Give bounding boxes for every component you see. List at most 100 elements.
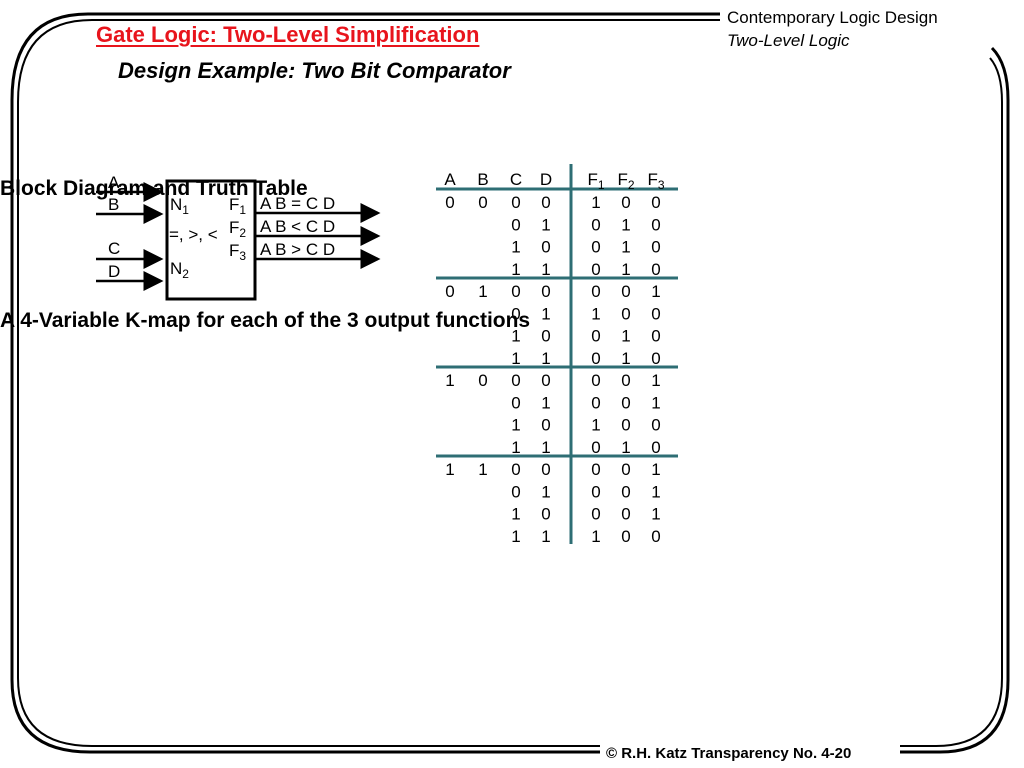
input-label-b: B: [108, 195, 119, 214]
table-cell: 0: [651, 304, 660, 323]
table-header-cell: F2: [617, 170, 634, 192]
table-row: 0 1 0 0 1: [511, 393, 660, 412]
output-pin-f3: F3: [229, 241, 246, 263]
table-cell: 0: [621, 527, 630, 546]
course-topic: Two-Level Logic: [727, 31, 850, 50]
table-cell: 1: [591, 193, 600, 212]
table-cell: 0: [511, 215, 520, 234]
table-cell: 0: [541, 238, 550, 257]
table-cell: 1: [445, 460, 454, 479]
comparator-box: [165, 179, 257, 301]
table-cell: 1: [621, 438, 630, 457]
table-cell: 0: [591, 260, 600, 279]
table-cell: 1: [621, 327, 630, 346]
table-cell: 0: [621, 505, 630, 524]
note-block-diagram: Block Diagram and Truth Table: [0, 177, 308, 200]
table-cell: 1: [621, 260, 630, 279]
table-cell: 0: [445, 282, 454, 301]
table-cell: 1: [541, 349, 550, 368]
table-cell: 0: [651, 215, 660, 234]
table-cell: 1: [511, 238, 520, 257]
input-label-c: C: [108, 239, 120, 258]
input-label-a: A: [108, 173, 120, 192]
slide-title: Gate Logic: Two-Level Simplification: [96, 22, 480, 47]
table-cell: 0: [591, 482, 600, 501]
table-cell: 0: [621, 371, 630, 390]
table-header-cell: A: [444, 170, 456, 189]
table-cell: 1: [511, 438, 520, 457]
table-cell: 1: [651, 371, 660, 390]
table-cell: 1: [541, 438, 550, 457]
table-cell: 1: [591, 304, 600, 323]
table-cell: 0: [511, 393, 520, 412]
table-cell: 0: [651, 327, 660, 346]
table-cell: 1: [541, 304, 550, 323]
table-cell: 0: [621, 460, 630, 479]
table-cell: 0: [541, 327, 550, 346]
slide-subtitle: Design Example: Two Bit Comparator: [118, 58, 511, 83]
table-header-cell: C: [510, 170, 522, 189]
table-cell: 0: [591, 349, 600, 368]
group-label-n1: N1: [170, 195, 189, 217]
table-cell: 1: [478, 282, 487, 301]
table-cell: 0: [511, 371, 520, 390]
table-cell: 1: [621, 349, 630, 368]
output-pin-f1: F1: [229, 195, 246, 217]
table-cell: 0: [591, 393, 600, 412]
table-cell: 0: [651, 238, 660, 257]
table-cell: 1: [591, 527, 600, 546]
table-cell: 0: [541, 193, 550, 212]
table-cell: 0: [591, 238, 600, 257]
output-expr-less: A B < C D: [260, 217, 335, 236]
table-cell: 1: [478, 460, 487, 479]
table-cell: 1: [511, 505, 520, 524]
table-cell: 1: [651, 393, 660, 412]
table-cell: 0: [591, 505, 600, 524]
table-cell: 0: [591, 460, 600, 479]
table-cell: 0: [511, 304, 520, 323]
table-cell: 0: [591, 371, 600, 390]
table-cell: 0: [621, 304, 630, 323]
note-kmap: A 4-Variable K-map for each of the 3 out…: [0, 309, 531, 332]
table-cell: 0: [511, 482, 520, 501]
table-cell: 1: [541, 527, 550, 546]
table-header-cell: F1: [587, 170, 604, 192]
table-cell: 0: [621, 416, 630, 435]
table-cell: 0: [591, 282, 600, 301]
table-header-cell: D: [540, 170, 552, 189]
table-cell: 0: [511, 460, 520, 479]
table-cell: 0: [621, 282, 630, 301]
course-name: Contemporary Logic Design: [727, 8, 938, 27]
table-cell: 1: [511, 349, 520, 368]
table-cell: 0: [651, 260, 660, 279]
table-cell: 1: [541, 393, 550, 412]
table-cell: 1: [511, 416, 520, 435]
table-header-cell: F3: [647, 170, 664, 192]
table-cell: 1: [621, 238, 630, 257]
table-cell: 0: [591, 438, 600, 457]
output-expr-greater: A B > C D: [260, 240, 335, 259]
table-cell: 1: [651, 282, 660, 301]
table-cell: 1: [651, 505, 660, 524]
table-cell: 0: [478, 371, 487, 390]
table-header-cell: B: [477, 170, 488, 189]
table-row: 0 1 1 0 0: [511, 304, 660, 323]
table-cell: 0: [445, 193, 454, 212]
table-cell: 1: [591, 416, 600, 435]
table-cell: 0: [621, 393, 630, 412]
input-label-d: D: [108, 262, 120, 281]
